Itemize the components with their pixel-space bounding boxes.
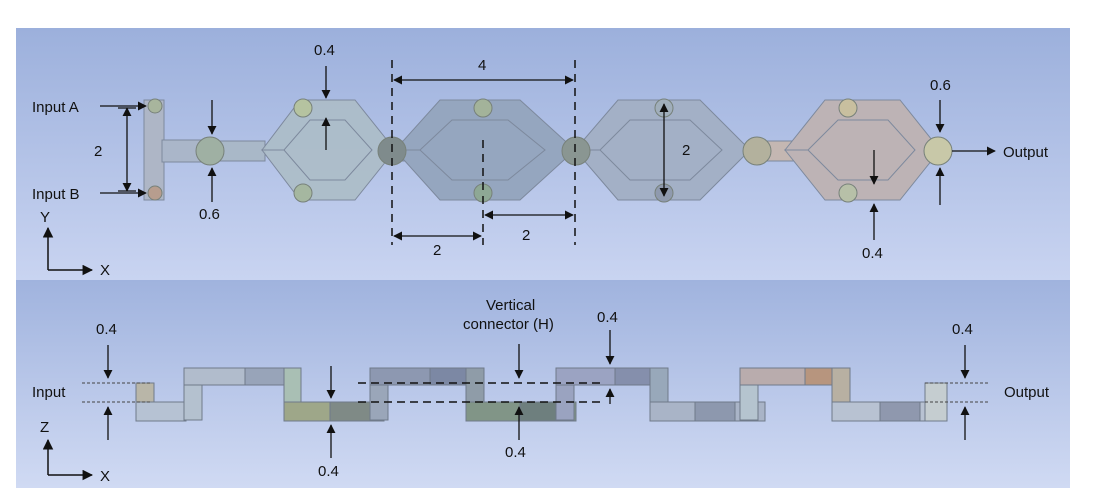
node-4a [838,98,858,118]
axis-x-label-side: X [100,468,110,485]
dim-junction-width: 0.6 [199,206,220,223]
axis-y-label: Y [40,209,50,226]
dashed-guides-top [391,60,576,245]
dim-input-height: 0.4 [96,321,117,338]
outlet-port [923,136,953,166]
loop-2 [393,99,576,201]
inlet-a-port [147,98,163,114]
bottom-panel-background [16,280,1070,488]
axis-x-label-top: X [100,262,110,279]
dim-loop-height: 2 [682,142,690,159]
side-view-panel: Input Output 0.4 0.4 Vertical connector … [16,280,1070,488]
inlet-b-port [147,185,163,201]
node-1b [293,183,313,203]
node-1a [293,98,313,118]
dimension-arrows-side [103,330,970,458]
inlet-bar [143,99,165,201]
loop-4 [783,99,941,201]
input-b-label: Input B [32,186,80,203]
dim-inlet-spacing: 2 [94,143,102,160]
loop-1 [260,99,396,201]
junction-2 [561,136,591,166]
node-2a [473,98,493,118]
output-label-side: Output [1004,384,1050,401]
dim-connector-top: 0.4 [597,309,618,326]
dim-bottom-left: 0.4 [318,463,339,480]
connector-label-line2: connector (H) [463,316,554,333]
output-label-top: Output [1003,144,1049,161]
junction-3 [742,136,772,166]
dim-outlet-width: 0.6 [930,77,951,94]
axis-icon-top [42,226,94,276]
axis-z-label: Z [40,419,49,436]
junction-0 [195,136,225,166]
dimension-arrows-top [100,66,996,241]
dim-channel-width-bottom: 0.4 [862,245,883,262]
input-label-side: Input [32,384,66,401]
level-guides [82,382,990,403]
connector-label-line1: Vertical [486,297,535,314]
input-a-label: Input A [32,99,79,116]
dim-unit-length: 4 [478,57,486,74]
dim-half-length-right: 2 [522,227,530,244]
mixer-channel-top [143,99,941,201]
dim-output-height: 0.4 [952,321,973,338]
dim-channel-width-top: 0.4 [314,42,335,59]
node-4b [838,183,858,203]
mixer-channel-side [135,367,948,422]
dim-half-length-left: 2 [433,242,441,259]
dim-bottom-center: 0.4 [505,444,526,461]
axis-icon-side [42,438,94,481]
connector-dash-lines [358,382,600,403]
top-view-panel: Input A Input B Output 2 0.6 0.4 4 2 2 2… [16,28,1070,280]
